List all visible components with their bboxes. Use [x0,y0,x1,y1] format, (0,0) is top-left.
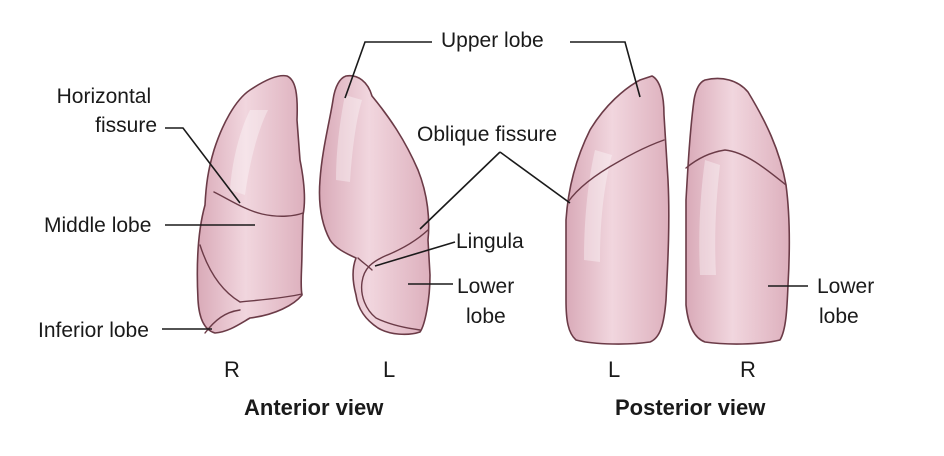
oblique-fissure-leader-right [499,151,571,204]
label-lower-lobe-left-line2: lobe [466,305,506,328]
label-lingula: Lingula [456,230,524,253]
label-middle-lobe: Middle lobe [44,214,151,237]
posterior-right-lung [685,77,791,345]
label-lower-lobe-right-line1: Lower [817,275,874,298]
posterior-left-lung [565,75,670,345]
side-posterior-right: R [740,357,756,382]
side-anterior-right: R [224,357,240,382]
upper-lobe-leader-right [570,41,641,98]
label-horizontal-fissure: Horizontal fissure [57,85,157,137]
label-lower-lobe-right-line2: lobe [819,305,859,328]
oblique-fissure-left-line [360,229,429,331]
horizontal-fissure-leader [165,127,241,204]
label-upper-lobe: Upper lobe [441,29,544,52]
anterior-left-lung [318,74,431,336]
lingula-leader [374,241,456,267]
oblique-fissure-posterior-line [567,139,665,203]
anterior-right-lung [196,74,306,334]
label-lower-lobe-left: Lower lobe [457,275,520,328]
oblique-fissure-leader-left [419,151,501,230]
label-lower-lobe-right: Lower lobe [817,275,880,328]
oblique-fissure-right-posterior-line [685,149,787,186]
label-horizontal-fissure-line2: fissure [95,114,157,137]
horizontal-fissure-line [213,191,304,217]
label-horizontal-fissure-line1: Horizontal [57,85,152,108]
view-title-anterior: Anterior view [244,395,384,420]
leader-lines [162,41,808,330]
side-anterior-left: L [383,357,395,382]
view-title-posterior: Posterior view [615,395,766,420]
label-lower-lobe-left-line1: Lower [457,275,514,298]
label-oblique-fissure: Oblique fissure [417,123,557,146]
side-posterior-left: L [608,357,620,382]
label-inferior-lobe: Inferior lobe [38,319,149,342]
upper-lobe-leader-left [344,41,432,99]
